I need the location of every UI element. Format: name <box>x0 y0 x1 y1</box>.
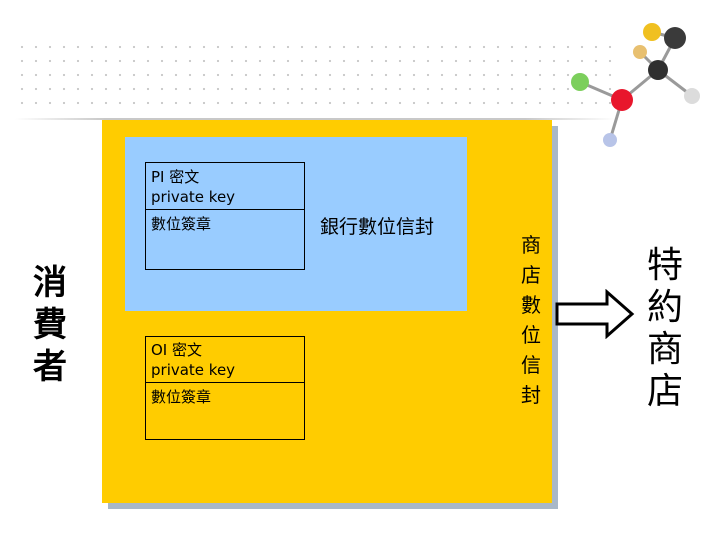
oi-private-key-label: private key <box>151 361 236 379</box>
dotted-grid-decoration <box>15 40 615 110</box>
oi-digital-signature-label: 數位簽章 <box>151 388 212 406</box>
oi-ciphertext-label: OI 密文 <box>151 341 202 359</box>
pi-box: PI 密文 private key 數位簽章 <box>145 162 305 270</box>
bank-envelope-label: 銀行數位信封 <box>320 216 435 238</box>
merchant-label: 特約商店 <box>646 245 683 412</box>
pi-digital-signature-label: 數位簽章 <box>151 215 212 233</box>
pi-divider <box>146 209 304 210</box>
arrow-right-icon <box>555 289 635 339</box>
oi-box: OI 密文 private key 數位簽章 <box>145 336 305 440</box>
oi-divider <box>146 382 304 383</box>
pi-ciphertext-label: PI 密文 <box>151 168 200 186</box>
pi-private-key-label: private key <box>151 188 236 206</box>
consumer-label: 消費者 <box>33 263 67 387</box>
molecule-decoration-icon <box>571 23 700 147</box>
merchant-envelope-label: 商店數位信封 <box>521 233 541 407</box>
header-divider <box>15 118 615 120</box>
